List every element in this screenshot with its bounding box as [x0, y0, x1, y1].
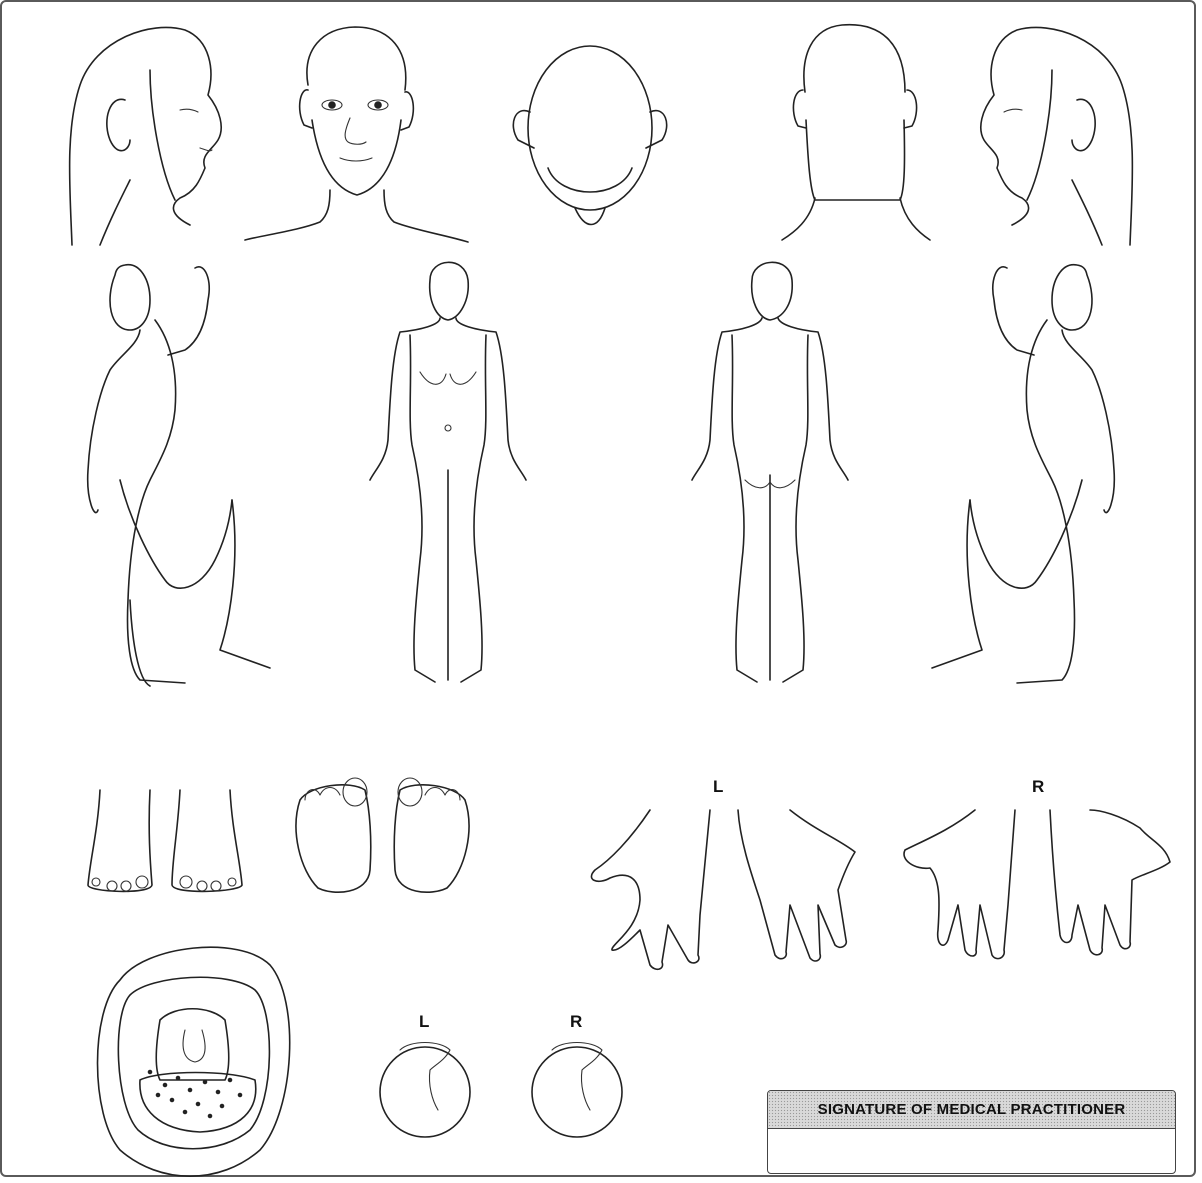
feet-top [88, 790, 242, 891]
head-top [513, 46, 666, 225]
mouth-open [98, 947, 290, 1176]
signature-box: SIGNATURE OF MEDICAL PRACTITIONER [767, 1090, 1176, 1174]
signature-field[interactable] [768, 1129, 1175, 1173]
feet-soles [296, 778, 469, 892]
hands-left-pair [591, 810, 855, 969]
eye-left-label: L [419, 1012, 429, 1032]
eye-right-label: R [570, 1012, 582, 1032]
body-side-left [88, 265, 270, 686]
hands-right-label: R [1032, 777, 1044, 797]
body-back [692, 262, 848, 682]
eye-right [532, 1043, 622, 1138]
hands-left-label: L [713, 777, 723, 797]
head-front [245, 27, 468, 242]
head-profile-left [70, 27, 222, 245]
head-profile-right [981, 27, 1133, 245]
body-side-right [932, 265, 1114, 683]
hands-right-pair [904, 810, 1170, 959]
head-back [782, 25, 930, 240]
eye-left [380, 1043, 470, 1138]
body-front [370, 262, 526, 682]
signature-heading: SIGNATURE OF MEDICAL PRACTITIONER [768, 1091, 1175, 1129]
